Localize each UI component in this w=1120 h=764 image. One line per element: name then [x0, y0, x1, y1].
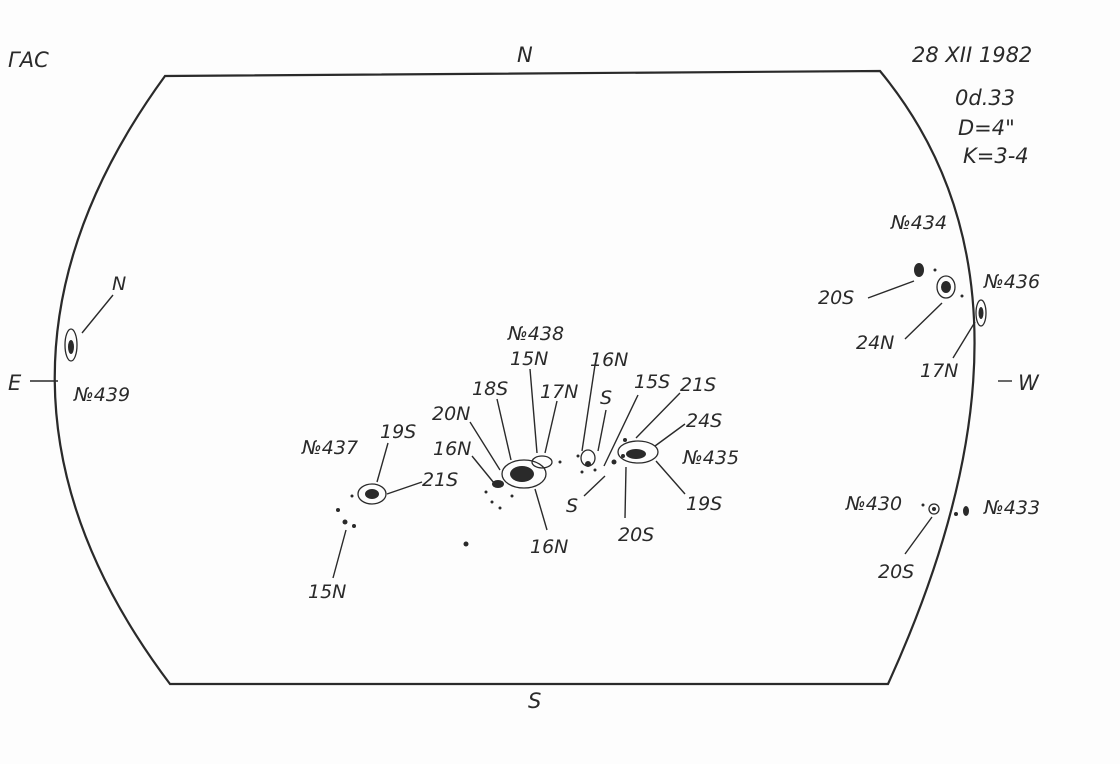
polarity-label: 24N — [856, 332, 894, 354]
region-439-label: №439 — [73, 384, 130, 406]
region-435: 21S 24S №435 19S 20S — [611, 374, 739, 546]
south-label: S — [528, 689, 541, 713]
polarity-label: 20S — [818, 287, 854, 309]
region-434: №434 20S 24N — [818, 212, 964, 354]
region-433: №433 — [954, 497, 1040, 519]
polarity-label: 20S — [878, 561, 914, 583]
observatory-label: ГАС — [8, 48, 49, 72]
date-label: 28 XII 1982 — [912, 43, 1032, 67]
time-label: 0d.33 — [955, 86, 1015, 110]
polarity-label: N — [112, 273, 126, 295]
polarity-label: 19S — [380, 421, 416, 443]
polarity-label: 15N — [510, 348, 548, 370]
polarity-label: 15S — [634, 371, 670, 393]
polarity-label: 16N — [530, 536, 568, 558]
region-430-label: №430 — [845, 493, 902, 515]
region-436-label: №436 — [983, 271, 1040, 293]
polarity-label: 20N — [432, 403, 470, 425]
polarity-label: 15N — [308, 581, 346, 603]
region-439-penumbra — [64, 328, 78, 362]
polarity-label: 17N — [540, 381, 578, 403]
region-430: №430 20S — [845, 493, 940, 583]
region-439: N №439 — [64, 273, 130, 406]
polarity-label: 19S — [686, 493, 722, 515]
polarity-label: S — [566, 495, 578, 517]
polarity-label: 21S — [422, 469, 458, 491]
region-433-label: №433 — [983, 497, 1040, 519]
north-label: N — [517, 43, 533, 67]
polarity-label: 21S — [680, 374, 716, 396]
polarity-label: 20S — [618, 524, 654, 546]
region-437: №437 19S 21S 15N — [301, 421, 458, 603]
polarity-label: 16N — [433, 438, 471, 460]
d-param: D=4" — [958, 116, 1015, 140]
region-439-spot — [68, 340, 74, 354]
region-436: №436 17N — [920, 271, 1040, 382]
region-438-label: №438 — [507, 323, 564, 345]
polarity-label: 24S — [686, 410, 722, 432]
region-438: №438 15N 18S 17N 20N 16N 16N — [432, 323, 578, 558]
region-437-label: №437 — [301, 437, 358, 459]
polarity-label: 16N — [590, 349, 628, 371]
east-label: E — [8, 371, 22, 395]
k-param: K=3-4 — [963, 144, 1029, 168]
polarity-label: 18S — [472, 378, 508, 400]
region-mid-group: 16N S 15S S — [566, 349, 670, 517]
polarity-label: S — [600, 387, 612, 409]
region-434-label: №434 — [890, 212, 947, 234]
west-label: W — [1018, 371, 1040, 395]
disk-frame — [53, 69, 976, 686]
polarity-label: 17N — [920, 360, 958, 382]
region-435-label: №435 — [682, 447, 739, 469]
